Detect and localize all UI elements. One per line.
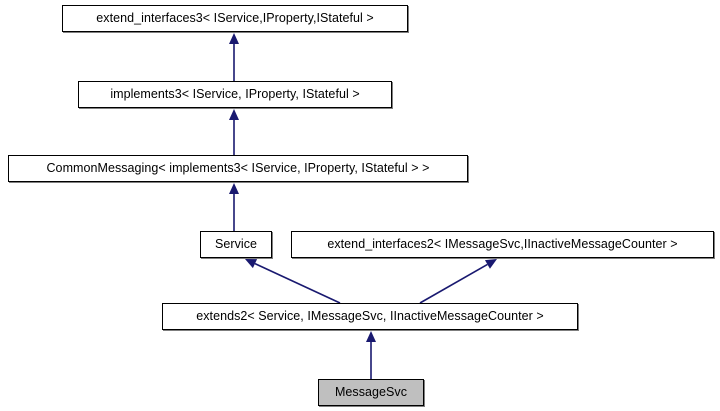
node-label: extend_interfaces3< IService,IProperty,I… [96, 11, 374, 26]
edge-CommonMessaging-to-implements3 [229, 109, 239, 155]
node-label: extend_interfaces2< IMessageSvc,IInactiv… [327, 237, 678, 252]
node-extend_interfaces3[interactable]: extend_interfaces3< IService,IProperty,I… [62, 5, 408, 32]
edge-MessageSvc-to-extends2 [366, 331, 376, 379]
node-Service[interactable]: Service [200, 231, 272, 258]
edge-implements3-to-extend_interfaces3 [229, 33, 239, 81]
node-label: CommonMessaging< implements3< IService, … [46, 161, 430, 176]
node-MessageSvc[interactable]: MessageSvc [318, 379, 424, 406]
node-implements3[interactable]: implements3< IService, IProperty, IState… [78, 81, 392, 108]
node-label: extends2< Service, IMessageSvc, IInactiv… [196, 309, 544, 324]
node-label: implements3< IService, IProperty, IState… [110, 87, 360, 102]
node-label: MessageSvc [334, 385, 408, 400]
node-extend_interfaces2[interactable]: extend_interfaces2< IMessageSvc,IInactiv… [291, 231, 714, 258]
node-extends2[interactable]: extends2< Service, IMessageSvc, IInactiv… [162, 303, 578, 330]
edge-Service-to-CommonMessaging [229, 183, 239, 231]
edge-extends2-to-Service [245, 259, 341, 304]
node-CommonMessaging[interactable]: CommonMessaging< implements3< IService, … [8, 155, 468, 182]
edge-extends2-to-extend_interfaces2 [419, 259, 497, 304]
node-label: Service [214, 237, 258, 252]
